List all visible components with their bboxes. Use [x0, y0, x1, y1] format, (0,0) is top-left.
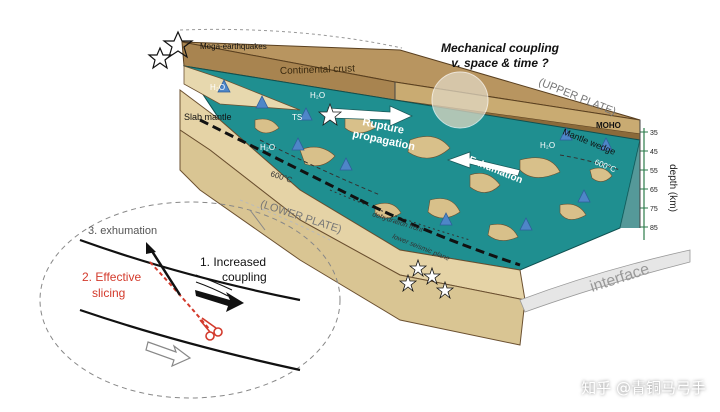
inset-upper-fault [79, 238, 301, 302]
watermark-text: 知乎 @青铜马弓手 [581, 379, 706, 397]
h2o-label-1: H₂O [210, 83, 225, 92]
h2o-label-4: H₂O [540, 141, 555, 150]
isotherm-600-wedge [559, 154, 621, 171]
exhumation-arrow [446, 151, 521, 177]
interface-label: interface [588, 261, 652, 296]
ts-label: TS [292, 113, 302, 122]
inset-lower-fault [79, 308, 301, 372]
depth-tick-label: 55 [650, 168, 658, 175]
title-line2: v. space & time ? [451, 56, 549, 70]
melange-blocks [254, 116, 613, 241]
h2o-label-3: H₂O [260, 143, 275, 152]
fluid-arrows [217, 79, 613, 231]
inset-exhumation-arrow [148, 247, 182, 296]
depth-tick-label: 45 [650, 149, 658, 156]
inset-ellipse [39, 201, 341, 399]
section-face [620, 140, 640, 228]
title-line1: Mechanical coupling [441, 41, 560, 55]
coupling-spotlight [431, 71, 489, 129]
inset-increased-line2: coupling [222, 270, 267, 284]
mega-earthquakes-label: Mega-earthquakes [200, 42, 267, 51]
watermark: 知乎 @青铜马弓手 [581, 377, 706, 398]
inset-effective-line1: 2. Effective [82, 270, 141, 284]
mega-earthquake-icon [147, 30, 194, 70]
inset-coupling-strokes [195, 274, 233, 297]
inset-coupling-arrow [195, 290, 244, 312]
slab-lower-face [179, 129, 526, 346]
depth-tick-label: 85 [650, 225, 658, 232]
upper-plate-guide [179, 28, 403, 49]
lower-seismic-stars [398, 258, 455, 300]
inset-pointer [249, 209, 266, 231]
moho-label: MOHO [596, 121, 621, 130]
rupture-star-icon [317, 102, 343, 126]
inset-increased-line1: 1. Increased [200, 255, 266, 269]
inset-hollow-arrow [145, 341, 192, 368]
continental-crust-label: Continental crust [280, 63, 356, 77]
depth-ticks: 35 45 55 65 75 85 [640, 130, 658, 232]
isotherm-600-slab [259, 139, 381, 196]
depth-tick-label: 35 [650, 130, 658, 137]
interface-arrows [199, 118, 521, 267]
inset-slice-line [149, 261, 211, 331]
depth-tick-label: 75 [650, 206, 658, 213]
inset-exhumation-label: 3. exhumation [88, 225, 157, 237]
inset-exhumation-arrowhead [146, 242, 156, 254]
rupture-arrow [327, 105, 413, 127]
scissors-icon [199, 317, 223, 341]
inset-effective-line2: slicing [92, 286, 125, 300]
block-frame [394, 82, 641, 228]
interface-hatch [519, 249, 691, 313]
h2o-label-2: H₂O [310, 91, 325, 100]
depth-axis: 35 45 55 65 75 85 depth (km) [640, 128, 678, 240]
depth-tick-label: 65 [650, 187, 658, 194]
depth-axis-title: depth (km) [667, 164, 678, 212]
slab-mantle-label: Slab mantle [184, 112, 232, 122]
